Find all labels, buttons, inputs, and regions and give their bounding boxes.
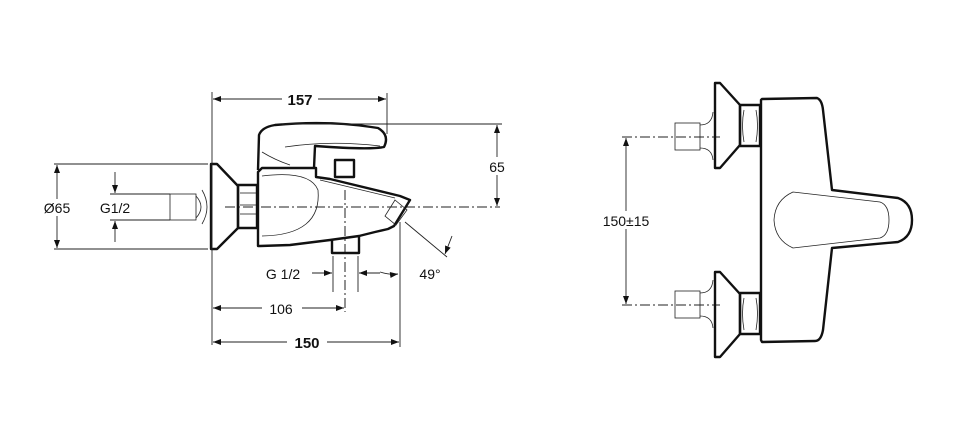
front-view: 150±15 bbox=[597, 81, 914, 359]
mixer-body bbox=[256, 166, 412, 248]
upper-pipe-stub bbox=[674, 122, 701, 151]
lower-pipe-stub bbox=[674, 290, 701, 319]
dim-label-106: 106 bbox=[269, 301, 293, 317]
dim-label-inlet-thread: G1/2 bbox=[100, 200, 131, 216]
dim-label-65: 65 bbox=[489, 159, 505, 175]
lower-escutcheon bbox=[713, 270, 742, 359]
side-view: 157 65 Ø65 G1/2 G 1/2 106 150 bbox=[40, 90, 509, 352]
dim-label-150: 150 bbox=[294, 335, 319, 352]
top-cap bbox=[333, 158, 356, 179]
dim-label-diameter: Ø65 bbox=[44, 200, 71, 216]
mixer-body-front bbox=[759, 96, 914, 344]
upper-escutcheon bbox=[713, 81, 742, 170]
dim-label-outlet-thread: G 1/2 bbox=[266, 266, 300, 282]
inlet-pipe-stub bbox=[169, 193, 197, 221]
angle-line bbox=[404, 221, 448, 258]
spout-aerator bbox=[384, 199, 408, 226]
dim-label-inlet-spacing: 150±15 bbox=[603, 213, 650, 229]
inlet-connector bbox=[195, 189, 208, 225]
body-contour bbox=[261, 174, 319, 237]
lever-front bbox=[773, 191, 890, 249]
lower-nut bbox=[738, 291, 762, 336]
dim-label-angle: 49° bbox=[419, 266, 440, 282]
bottom-outlet bbox=[330, 236, 361, 255]
dim-label-157: 157 bbox=[287, 92, 312, 109]
upper-nut bbox=[738, 103, 762, 148]
mixer-lever bbox=[256, 121, 388, 171]
